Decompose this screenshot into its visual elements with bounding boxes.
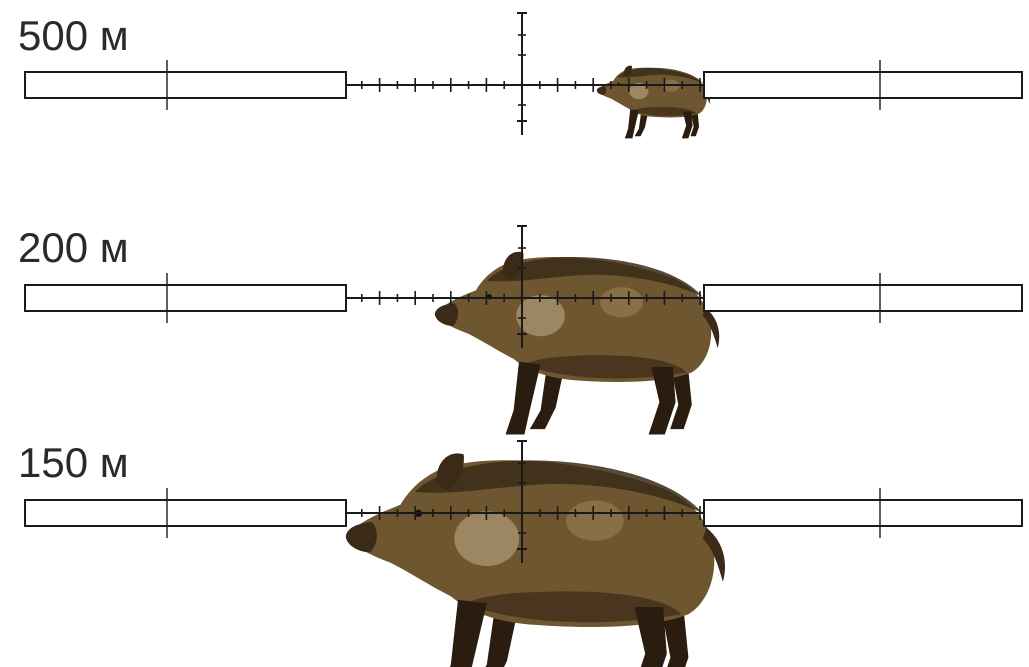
left-reticle-post	[24, 71, 347, 99]
reticle-panels: 500 м 200 м 150 м	[18, 12, 1023, 667]
boar-body	[350, 460, 715, 627]
boar-body	[598, 67, 707, 118]
left-reticle-post	[24, 284, 347, 312]
boar-back-leg-far	[690, 109, 700, 137]
reticle-panel: 150 м	[18, 439, 1023, 667]
right-reticle-post	[703, 499, 1023, 527]
boar-body	[438, 256, 712, 382]
wild-boar-illustration	[434, 251, 720, 435]
boar-tail	[702, 527, 726, 582]
boar-snout	[434, 303, 459, 326]
boar-back-leg-near	[681, 111, 693, 139]
boar-snout	[345, 522, 377, 553]
boar-belly	[524, 355, 687, 379]
wild-boar-illustration	[345, 453, 726, 667]
boar-front-leg-near	[449, 599, 487, 667]
boar-ear	[623, 65, 633, 77]
boar-mane	[617, 67, 704, 84]
boar-front-leg-far	[529, 372, 564, 430]
boar-ear	[502, 251, 524, 280]
boar-front-leg-far	[485, 614, 518, 667]
right-reticle-post	[703, 284, 1023, 312]
boar-flank-highlight	[600, 287, 644, 318]
distance-label: 150 м	[18, 439, 129, 486]
right-reticle-post	[703, 71, 1023, 99]
boar-mane	[486, 257, 703, 297]
reticle-panel: 200 м	[18, 224, 1023, 435]
boar-back-leg-near	[634, 606, 667, 667]
boar-back-leg-near	[648, 367, 676, 435]
boar-ear	[436, 453, 464, 491]
boar-front-leg-near	[505, 361, 541, 435]
boar-shoulder-highlight	[629, 82, 649, 100]
boar-shoulder-highlight	[516, 295, 565, 337]
boar-shoulder-highlight	[454, 511, 520, 566]
boar-belly	[632, 106, 697, 117]
boar-snout	[596, 86, 607, 96]
boar-flank-highlight	[566, 500, 624, 541]
boar-tail	[702, 307, 720, 349]
boar-mane	[414, 460, 703, 514]
wild-boar-illustration	[596, 65, 710, 139]
boar-front-leg-near	[624, 109, 639, 139]
left-reticle-post	[24, 499, 347, 527]
boar-back-leg-far	[670, 361, 692, 430]
reticle-panel: 500 м	[18, 12, 1023, 139]
distance-label: 500 м	[18, 12, 129, 59]
boar-front-leg-far	[634, 113, 648, 137]
boar-belly	[465, 591, 682, 623]
distance-label: 200 м	[18, 224, 129, 271]
